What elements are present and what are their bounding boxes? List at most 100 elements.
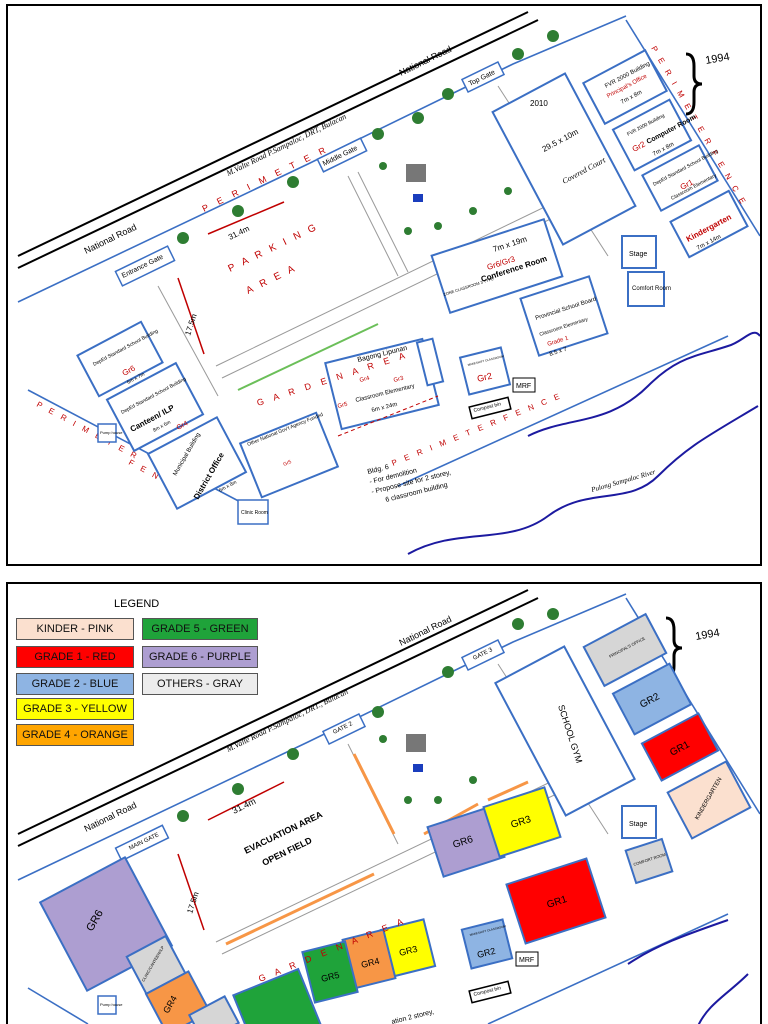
gr1-building xyxy=(641,143,719,213)
gray-building-left xyxy=(187,995,241,1024)
bottom-flag-monument-icon xyxy=(406,734,426,752)
width-arrow xyxy=(207,201,285,235)
legend-grade5: GRADE 5 - GREEN xyxy=(142,618,258,640)
comfort-room-gray xyxy=(624,837,674,885)
bottom-mrf xyxy=(515,951,539,967)
other-agency-building xyxy=(238,411,340,499)
gr3-yellow-bottom-label: GR3 xyxy=(398,944,418,958)
bagong-annex xyxy=(415,337,445,387)
legend-grade6: GRADE 6 - PURPLE xyxy=(142,646,258,668)
gr1-red-center xyxy=(505,857,607,945)
gr5-green-bottom xyxy=(301,940,359,1004)
trees xyxy=(177,30,559,244)
canteen-building xyxy=(105,361,205,453)
bottom-road-1 xyxy=(17,589,529,835)
original-site-map: National Road National Road M.Valte Road… xyxy=(6,4,762,566)
bagong-gr5: Gr5 xyxy=(337,402,349,410)
top-gate xyxy=(460,60,506,94)
stage-label: Stage xyxy=(629,251,647,258)
bagong-gr3: Gr3 xyxy=(393,376,405,384)
entrance-gate xyxy=(114,245,176,287)
court-year: 2010 xyxy=(530,99,548,108)
gate-3 xyxy=(460,638,506,672)
gr2-makeshift-red: Gr2 xyxy=(476,371,493,384)
other-agency-red: Gr5 xyxy=(283,459,293,468)
bottom-trees xyxy=(177,608,559,822)
main-gate xyxy=(114,824,170,862)
bottom-compost xyxy=(468,980,512,1004)
principal-office-gray xyxy=(582,612,668,688)
national-road xyxy=(17,11,539,269)
bottom-stage xyxy=(621,805,657,839)
covered-court xyxy=(491,72,637,246)
year-label: 1994 xyxy=(704,51,730,67)
clinic-label: Clinic Room xyxy=(241,510,268,516)
bottom-stage-label: Stage xyxy=(629,821,647,828)
district-office xyxy=(146,415,248,511)
canteen-red: Gr4 xyxy=(176,420,190,432)
comfort-room-label: Comfort Room xyxy=(632,286,671,292)
gr3-yellow-center xyxy=(482,786,562,858)
width-label: 31.4m xyxy=(227,224,251,242)
river-label: Pulong Sampaloc River xyxy=(589,468,656,494)
bottom-year-label: 1994 xyxy=(694,627,720,643)
bottom-flagpole-icon xyxy=(413,764,423,772)
legend-grade2: GRADE 2 - BLUE xyxy=(16,673,134,695)
conference-room xyxy=(430,217,564,315)
bottom-national-road-left: National Road xyxy=(82,800,138,834)
green-path xyxy=(237,323,379,391)
pump-label: Pump house xyxy=(100,430,123,435)
legend-kinder: KINDER - PINK xyxy=(16,618,134,640)
bottom-mrf-label: MRF xyxy=(519,957,534,964)
kindergarten-pink xyxy=(666,760,752,840)
gate-2 xyxy=(321,712,367,746)
legend-others: OTHERS - GRAY xyxy=(142,673,258,695)
bottom-width-arrow xyxy=(207,781,285,821)
original-map-svg: National Road National Road M.Valte Road… xyxy=(17,11,760,555)
national-road-label-left: National Road xyxy=(82,222,138,256)
area-label: A R E A xyxy=(244,262,299,296)
gr2-blue xyxy=(611,662,693,736)
height-arrow xyxy=(177,277,205,355)
school-gym xyxy=(494,645,636,817)
legend-grade1: GRADE 1 - RED xyxy=(16,646,134,668)
mrf-box xyxy=(512,377,536,393)
year-brace xyxy=(685,52,703,116)
gr5-green-bottom-label: GR5 xyxy=(320,970,340,984)
flag-monument-icon xyxy=(406,164,426,182)
gr5-green-large xyxy=(232,967,322,1024)
provincial-school-board xyxy=(519,275,609,357)
river-top xyxy=(527,331,760,437)
color-coded-site-map: National Road National Road M.Valte Road… xyxy=(6,582,762,1024)
gr1-red-right xyxy=(640,712,720,782)
bottom-note: ation 2 storey, xyxy=(391,1009,435,1024)
mrf-label: MRF xyxy=(516,383,531,390)
gr4-orange-bottom-label: GR4 xyxy=(360,956,380,970)
bottom-height-arrow xyxy=(177,853,205,931)
bottom-pump-label: Pump house xyxy=(100,1002,123,1007)
flagpole-icon xyxy=(413,194,423,202)
middle-gate xyxy=(316,137,368,173)
legend-grade4: GRADE 4 - ORANGE xyxy=(16,724,134,746)
comfort-room xyxy=(627,271,665,307)
bottom-width-label: 31.4m xyxy=(230,796,257,816)
clinic-room xyxy=(237,499,269,525)
bottom-pump-house xyxy=(97,995,117,1015)
gr2-makeshift xyxy=(458,346,512,396)
gr2-blue-small-label: GR2 xyxy=(476,946,496,960)
principal-office xyxy=(581,48,669,126)
legend-title: LEGEND xyxy=(114,598,160,610)
bottom-river-top xyxy=(627,919,729,965)
gr2-blue-small xyxy=(460,918,514,970)
stage xyxy=(621,235,657,269)
bottom-road-2 xyxy=(17,597,539,847)
bagong-gr4: Gr4 xyxy=(359,376,371,384)
computer-room xyxy=(611,98,693,172)
bottom-height-label: 17.5m xyxy=(185,890,201,914)
demolition-dash xyxy=(337,395,439,437)
gr6-building xyxy=(76,320,164,398)
kindergarten-building xyxy=(669,189,749,259)
bottom-river xyxy=(697,973,749,1024)
compost-bin xyxy=(468,396,512,420)
pump-house xyxy=(97,423,117,443)
